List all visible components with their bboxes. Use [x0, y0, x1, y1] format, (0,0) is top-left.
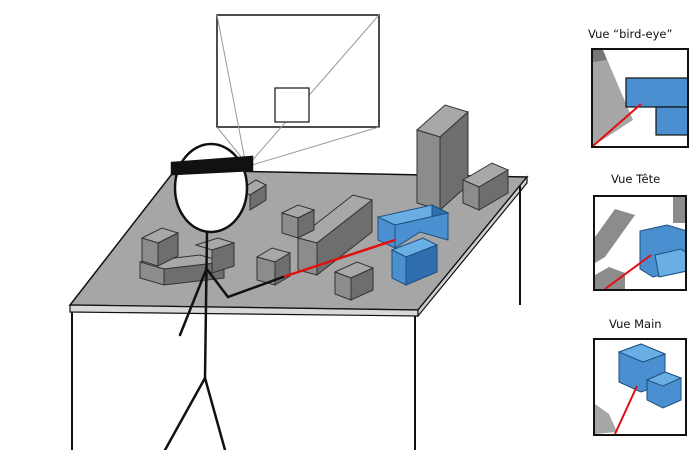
main-view-panel: [593, 338, 687, 436]
tete-view-label: Vue Tête: [611, 172, 660, 186]
projection-screen: [217, 15, 379, 165]
main-view-label: Vue Main: [609, 317, 662, 331]
bird-eye-view-label: Vue “bird-eye”: [588, 27, 672, 41]
tete-view-panel: [593, 195, 687, 291]
scene-illustration: [0, 0, 575, 450]
bird-eye-view-panel: [591, 48, 689, 148]
